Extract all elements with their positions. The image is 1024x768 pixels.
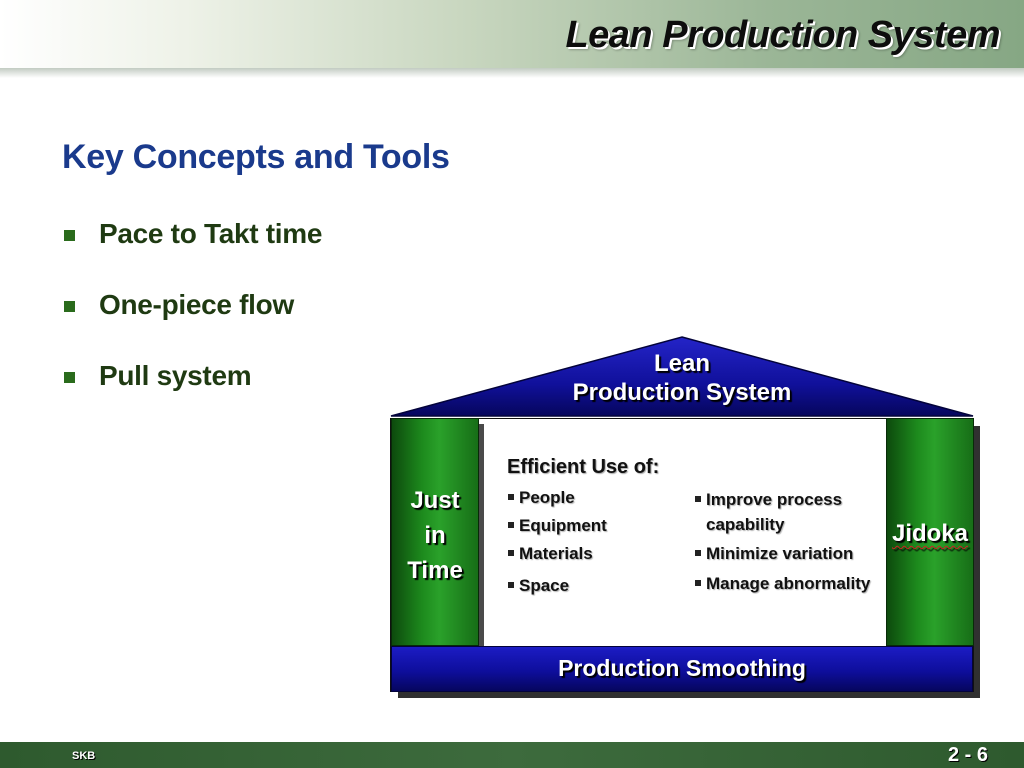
bullet-text: Pace to Takt time — [99, 218, 323, 249]
bullet-text: One-piece flow — [99, 289, 294, 320]
slide-title: Lean Production System — [565, 14, 1000, 56]
center-right-item: Improve process — [695, 490, 842, 510]
center-right-item: Manage abnormality — [695, 574, 870, 594]
mini-square-icon — [695, 550, 701, 556]
center-right-item-text: Minimize variation — [706, 544, 854, 563]
bullet-item: One-piece flow — [62, 289, 322, 360]
mini-square-icon — [695, 496, 701, 502]
left-pillar-line: in — [424, 522, 446, 549]
left-pillar-line: Just — [410, 487, 460, 514]
center-left-item: Materials — [508, 544, 593, 564]
right-pillar — [886, 418, 974, 646]
center-right-item-text: Manage abnormality — [706, 574, 871, 593]
square-bullet-icon — [64, 230, 75, 241]
section-title: Key Concepts and Tools — [62, 138, 450, 176]
bullet-item: Pull system — [62, 360, 322, 431]
right-pillar-text: Jidoka — [891, 520, 969, 547]
left-pillar-shadow — [479, 424, 484, 646]
roof-label-line1: Lean — [653, 350, 710, 377]
mini-square-icon — [508, 522, 514, 528]
mini-square-icon — [508, 550, 514, 556]
bullet-text: Pull system — [99, 360, 252, 391]
house-base — [391, 646, 973, 692]
left-pillar-label: Just in Time — [391, 483, 479, 588]
left-pillar — [391, 418, 479, 646]
center-left-item-text: Space — [519, 576, 570, 595]
center-right-item-text: Improve process — [706, 490, 843, 509]
bullet-list: Pace to Takt time One-piece flow Pull sy… — [62, 218, 322, 431]
footer-author: SKB — [72, 750, 96, 762]
house-roof — [390, 336, 974, 417]
base-label: Production Smoothing — [558, 655, 806, 681]
center-right-item: Minimize variation — [695, 544, 853, 564]
center-left-item-text: Materials — [519, 544, 593, 563]
mini-square-icon — [508, 494, 514, 500]
left-pillar-line: Time — [407, 557, 463, 584]
center-left-item: Equipment — [508, 516, 607, 536]
header-band — [0, 0, 1024, 68]
footer-band — [0, 742, 1024, 768]
center-left-item: People — [508, 488, 575, 508]
center-left-item: Space — [508, 576, 569, 596]
center-left-item-text: Equipment — [519, 516, 607, 535]
bullet-item: Pace to Takt time — [62, 218, 322, 289]
center-left-item-text: People — [519, 488, 575, 507]
mini-square-icon — [508, 582, 514, 588]
header-shadow — [0, 68, 1024, 78]
center-right-item-continued: capability — [706, 515, 785, 534]
roof-label-line2: Production System — [572, 379, 792, 406]
square-bullet-icon — [64, 372, 75, 383]
square-bullet-icon — [64, 301, 75, 312]
mini-square-icon — [695, 580, 701, 586]
center-title: Efficient Use of: — [507, 456, 660, 478]
roof-shape — [390, 336, 974, 417]
right-pillar-label: Jidoka — [886, 516, 974, 551]
page-number: 2 - 6 — [947, 744, 988, 766]
